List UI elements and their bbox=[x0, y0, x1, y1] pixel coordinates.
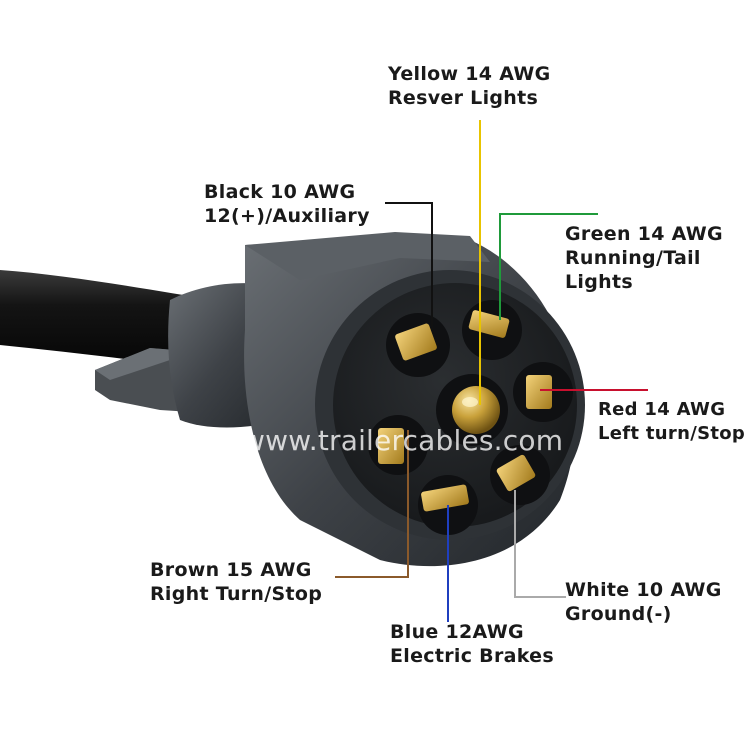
label-yellow-function: Resver Lights bbox=[388, 87, 539, 109]
label-red-function: Left turn/Stop bbox=[598, 423, 746, 444]
socket-green bbox=[462, 300, 522, 360]
label-white-function: Ground(-) bbox=[565, 603, 672, 625]
label-blue-function: Electric Brakes bbox=[390, 645, 554, 667]
label-red-wire: Red 14 AWG Left turn/Stop bbox=[598, 398, 745, 446]
leader-brown bbox=[335, 430, 409, 578]
label-brown-wire: Brown 15 AWG Right Turn/Stop bbox=[150, 558, 322, 606]
leader-lines bbox=[335, 120, 648, 622]
label-black-function: 12(+)/Auxiliary bbox=[204, 205, 370, 227]
socket-center bbox=[436, 374, 508, 446]
label-blue-wire: Blue 12AWG Electric Brakes bbox=[390, 620, 554, 668]
label-yellow-gauge: Yellow 14 AWG bbox=[388, 63, 551, 85]
label-green-function-2: Lights bbox=[565, 271, 633, 293]
label-white-wire: White 10 AWG Ground(-) bbox=[565, 578, 722, 626]
label-green-function: Running/Tail bbox=[565, 247, 701, 269]
plug-latch bbox=[245, 232, 490, 280]
watermark: www.trailercables.com bbox=[242, 424, 564, 457]
leader-white bbox=[514, 490, 566, 598]
socket-brown bbox=[368, 415, 428, 475]
socket-red bbox=[513, 362, 573, 422]
label-white-gauge: White 10 AWG bbox=[565, 579, 722, 601]
label-brown-function: Right Turn/Stop bbox=[150, 583, 323, 605]
leader-black bbox=[385, 202, 433, 330]
socket-black bbox=[386, 313, 450, 377]
label-black-wire: Black 10 AWG 12(+)/Auxiliary bbox=[204, 180, 370, 228]
label-yellow-wire: Yellow 14 AWG Resver Lights bbox=[388, 62, 551, 110]
label-red-gauge: Red 14 AWG bbox=[598, 399, 726, 420]
label-green-wire: Green 14 AWG Running/Tail Lights bbox=[565, 222, 723, 294]
pin-sockets bbox=[368, 300, 573, 535]
center-pin bbox=[452, 386, 500, 434]
leader-green bbox=[499, 213, 598, 320]
label-green-gauge: Green 14 AWG bbox=[565, 223, 723, 245]
label-blue-gauge: Blue 12AWG bbox=[390, 621, 524, 643]
label-brown-gauge: Brown 15 AWG bbox=[150, 559, 312, 581]
label-black-gauge: Black 10 AWG bbox=[204, 181, 356, 203]
socket-white bbox=[490, 445, 550, 505]
cable bbox=[0, 270, 215, 370]
